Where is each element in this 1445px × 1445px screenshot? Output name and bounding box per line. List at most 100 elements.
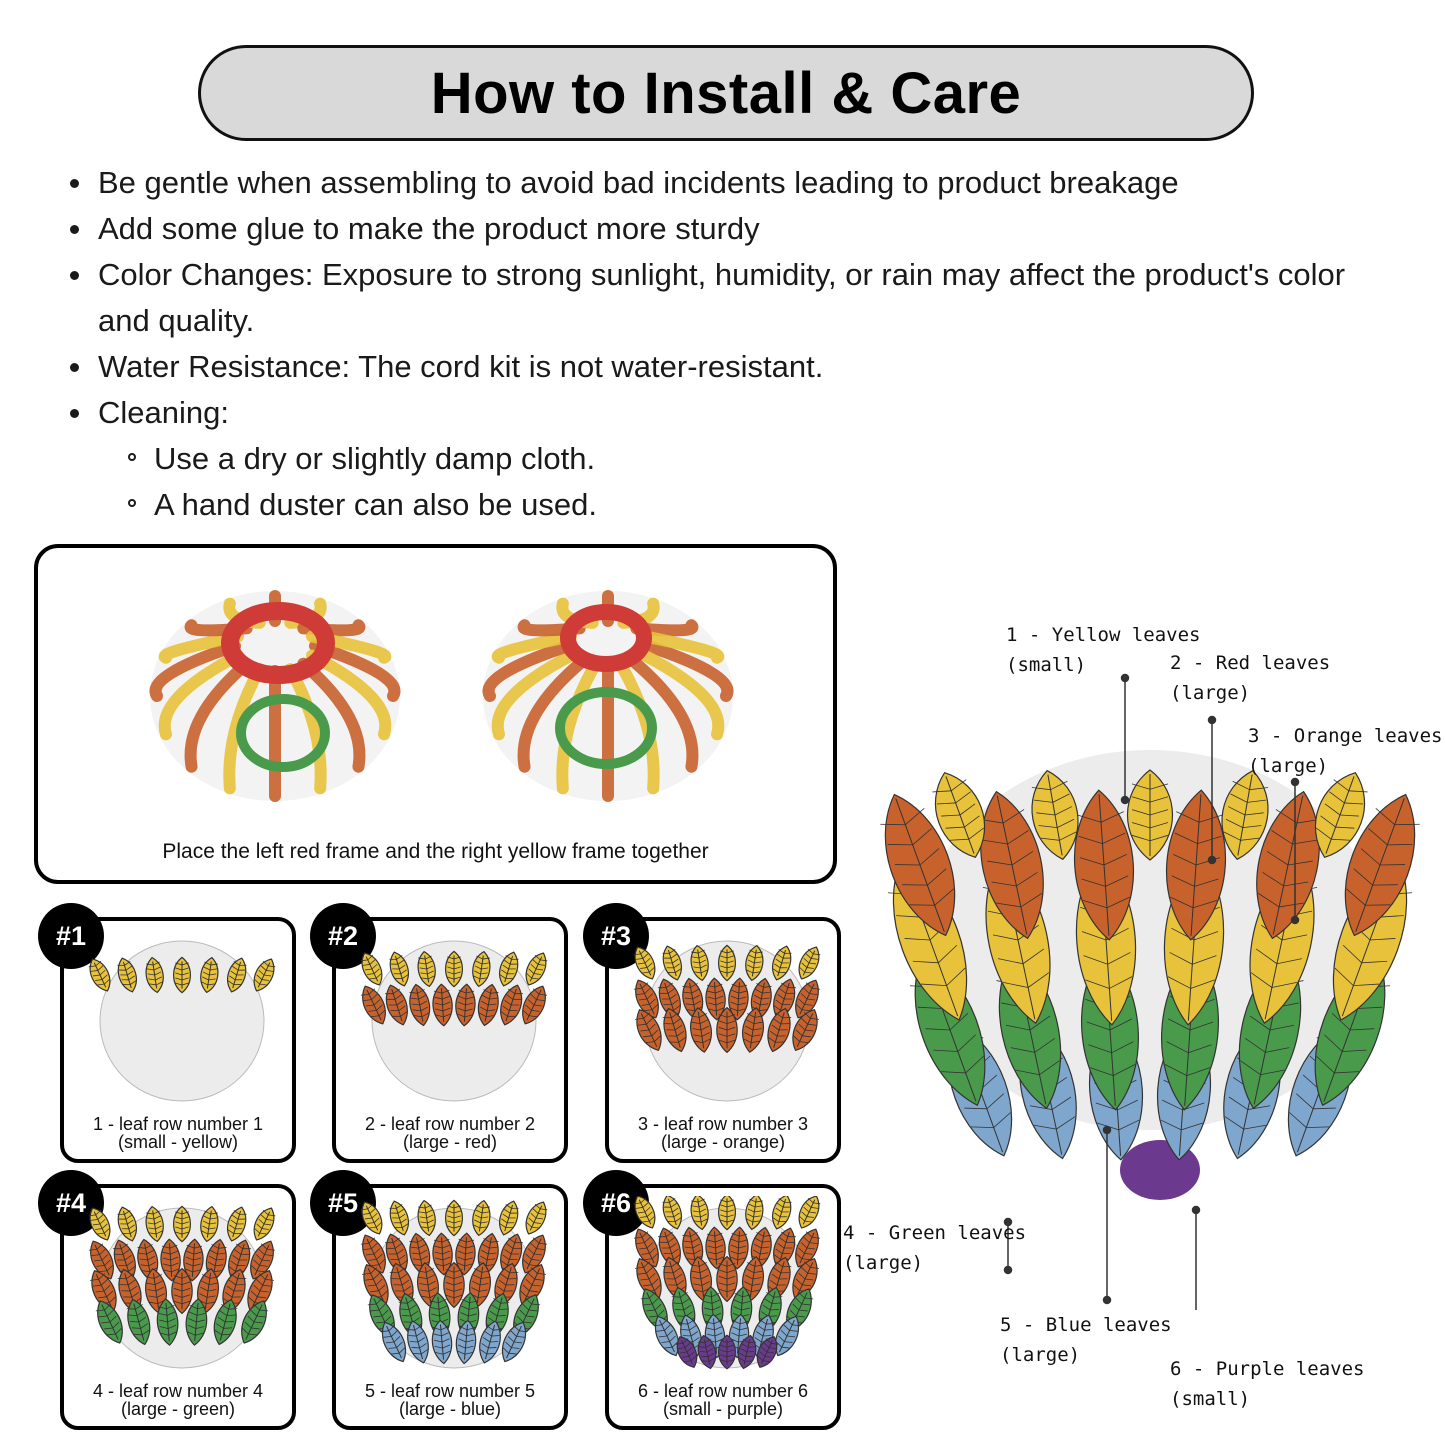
leaf-shape (522, 1234, 548, 1274)
step-illustration (360, 940, 548, 1102)
cleaning-tip: Use a dry or slightly damp cloth. (128, 436, 1394, 482)
leaf-shape (798, 946, 821, 980)
leaf-shape (795, 979, 821, 1019)
leaf-shape (360, 1201, 383, 1235)
leaf-shape (227, 1206, 247, 1242)
leaf-shape (200, 1205, 219, 1243)
cleaning-tips-list: Use a dry or slightly damp cloth. A hand… (98, 436, 1394, 528)
leaf-shape (1073, 789, 1135, 941)
green-bottom-ring (236, 694, 330, 772)
leaf-shape (1127, 769, 1173, 861)
green-bottom-ring (555, 687, 657, 769)
leaf-shape (742, 1007, 764, 1053)
leaf-shape (117, 957, 137, 993)
step-badge: #5 (310, 1170, 376, 1236)
right-frame-illustration (482, 590, 734, 802)
step-illustration (88, 940, 276, 1102)
leaf-shape (477, 983, 499, 1027)
callout-red-leaves: 2 - Red leaves (large) (1170, 648, 1330, 708)
leaf-shape (472, 950, 491, 988)
leaf-shape (499, 951, 519, 987)
leaf-shape (145, 956, 164, 994)
frame-instruction: Place the left red frame and the right y… (162, 840, 709, 863)
leaf-shape (472, 1199, 491, 1237)
step-title: 1 - leaf row number 1 (92, 1114, 264, 1134)
leaf-shape (675, 1336, 698, 1368)
callout-size: (large) (1248, 755, 1329, 777)
care-tip: Be gentle when assembling to avoid bad i… (64, 160, 1394, 206)
leaf-shape (1314, 772, 1368, 858)
step-caption: 6 - leaf row number 6 (small - purple) (609, 1382, 837, 1418)
leaf-shape (932, 772, 986, 858)
leaf-shape (253, 958, 276, 992)
care-tip: Add some glue to make the product more s… (64, 206, 1394, 252)
leaf-shape (1344, 793, 1420, 937)
leaf-shape (156, 1298, 179, 1346)
leaf-shape (253, 1207, 276, 1241)
step-caption: 1 - leaf row number 1 (small - yellow) (64, 1115, 292, 1151)
frame-assembly-panel: Place the left red frame and the right y… (34, 544, 837, 884)
callout-label: 3 - Orange leaves (1248, 725, 1443, 747)
leaf-shape (173, 956, 191, 994)
step-title: 5 - leaf row number 5 (364, 1381, 536, 1401)
step-caption: 5 - leaf row number 5 (large - blue) (336, 1382, 564, 1418)
leaf-shape (95, 1300, 123, 1344)
leaf-shape (145, 1268, 167, 1314)
leaf-shape (200, 956, 219, 994)
leaf-shape (173, 1205, 191, 1243)
leaf-shape (113, 1239, 136, 1281)
step-illustration (633, 940, 821, 1102)
leaf-shape (183, 1238, 204, 1282)
leaf-shape (88, 1240, 114, 1280)
leaf-shape (737, 1334, 757, 1370)
step-illustration (88, 1205, 276, 1369)
step-title: 3 - leaf row number 3 (637, 1114, 809, 1134)
step-illustration (633, 1196, 821, 1370)
leaf-shape (409, 983, 431, 1027)
leaf-shape (360, 952, 383, 986)
leaf-shape (406, 1320, 429, 1364)
callout-green-leaves: 4 - Green leaves (large) (843, 1218, 1026, 1278)
page-title: How to Install & Care (430, 60, 1022, 126)
leaf-shape (633, 979, 659, 1019)
step-title: 4 - leaf row number 4 (92, 1381, 264, 1401)
leaf-shape (1256, 790, 1322, 940)
callout-size: (large) (1170, 682, 1251, 704)
leaf-shape (718, 1196, 736, 1231)
leaf-shape (705, 1226, 726, 1270)
leaf-shape (385, 984, 408, 1026)
leaf-shape (525, 952, 548, 986)
leaf-shape (160, 1238, 181, 1282)
leaf-shape (697, 1334, 717, 1370)
leaf-shape (455, 1319, 477, 1365)
care-tip-cleaning: Cleaning: Use a dry or slightly damp clo… (64, 390, 1394, 528)
callout-label: 4 - Green leaves (843, 1222, 1027, 1244)
leaf-shape (716, 1006, 738, 1054)
cleaning-heading: Cleaning: (98, 395, 229, 430)
leaf-shape (432, 1232, 453, 1276)
callout-yellow-leaves: 1 - Yellow leaves (small) (1006, 620, 1200, 680)
leaf-shape (690, 1007, 712, 1053)
step-caption: 3 - leaf row number 3 (large - orange) (609, 1115, 837, 1151)
leaf-shape (455, 983, 476, 1027)
leaf-shape (432, 983, 453, 1027)
leaf-shape (445, 950, 463, 988)
care-tip: Water Resistance: The cord kit is not wa… (64, 344, 1394, 390)
callout-label: 1 - Yellow leaves (1006, 624, 1201, 646)
step-title: 6 - leaf row number 6 (637, 1381, 809, 1401)
leaf-shape (1165, 789, 1227, 941)
leaf-shape (445, 1199, 463, 1237)
leaf-shape (479, 1320, 502, 1364)
leaf-shape (126, 1298, 151, 1346)
step-subtitle: (large - orange) (660, 1132, 786, 1152)
step-subtitle: (small - purple) (662, 1399, 784, 1419)
leaf-shape (360, 985, 386, 1025)
leaf-shape (705, 977, 726, 1021)
finished-lamp-illustration (880, 673, 1420, 1310)
callout-size: (large) (1000, 1344, 1081, 1366)
step-subtitle: (large - blue) (398, 1399, 502, 1419)
step-illustration (360, 1199, 548, 1369)
leaf-shape (117, 1206, 137, 1242)
leaf-shape (774, 1315, 801, 1357)
leaf-shape (88, 958, 111, 992)
